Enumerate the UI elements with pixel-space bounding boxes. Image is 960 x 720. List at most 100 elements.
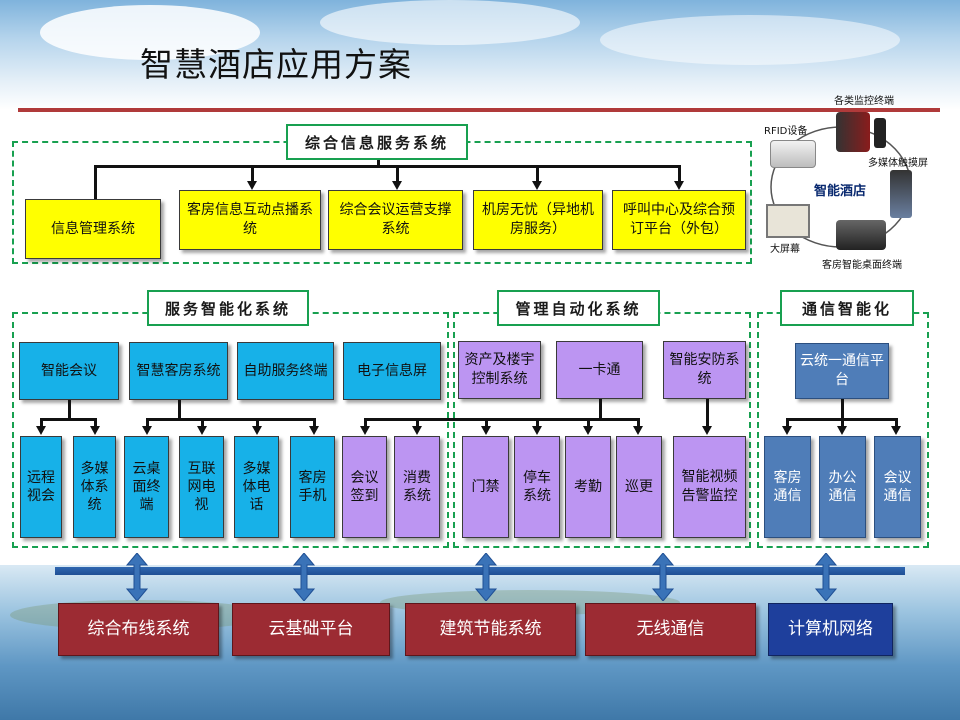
arrow-down-icon — [90, 426, 100, 435]
connector-line — [678, 165, 681, 182]
arrow-down-icon — [412, 426, 422, 435]
connector-line — [251, 165, 254, 182]
arrow-down-icon — [891, 426, 901, 435]
internet-tv-box: 互联网电视 — [179, 436, 224, 538]
cloud-decoration — [600, 15, 900, 65]
cabling-system-box: 综合布线系统 — [58, 603, 219, 656]
arrow-down-icon — [633, 426, 643, 435]
big-screen-label: 大屏幕 — [770, 244, 800, 255]
room-mobile-box: 客房手机 — [290, 436, 335, 538]
double-arrow-icon — [125, 553, 149, 601]
one-card-box: 一卡通 — [556, 341, 643, 399]
smart-security-box: 智能安防系统 — [663, 341, 746, 399]
connector-line — [599, 399, 602, 419]
energy-saving-box: 建筑节能系统 — [405, 603, 576, 656]
arrow-down-icon — [309, 426, 319, 435]
connector-line — [313, 418, 316, 427]
unified-comm-box: 云统一通信平台 — [795, 343, 889, 399]
connector-line — [364, 418, 640, 421]
connector-line — [841, 399, 844, 419]
page-title: 智慧酒店应用方案 — [140, 45, 412, 84]
management-tag: 管理自动化系统 — [497, 290, 660, 326]
connector-line — [40, 418, 43, 427]
rfid-label: RFID设备 — [764, 126, 808, 137]
connector-line — [841, 418, 844, 427]
datacenter-service-box: 机房无忧（异地机房服务） — [473, 190, 603, 250]
connector-line — [587, 418, 590, 427]
rfid-reader-icon — [770, 140, 816, 168]
connector-line — [256, 418, 259, 427]
access-control-box: 门禁 — [462, 436, 509, 538]
smart-hotel-label: 智能酒店 — [814, 184, 867, 199]
smart-meeting-box: 智能会议 — [19, 342, 119, 400]
double-arrow-icon — [814, 553, 838, 601]
computer-network-box: 计算机网络 — [768, 603, 893, 656]
asset-building-box: 资产及楼宇控制系统 — [458, 341, 541, 399]
connector-line — [536, 418, 539, 427]
connector-line — [94, 418, 97, 427]
double-arrow-icon — [474, 553, 498, 601]
double-arrow-icon — [292, 553, 316, 601]
connector-line — [706, 399, 709, 427]
connector-line — [95, 165, 680, 168]
patrol-box: 巡更 — [616, 436, 662, 538]
arrow-down-icon — [583, 426, 593, 435]
conference-ops-box: 综合会议运营支撑系统 — [328, 190, 463, 250]
connector-line — [146, 418, 149, 427]
connector-line — [146, 418, 316, 421]
arrow-down-icon — [782, 426, 792, 435]
connector-line — [178, 400, 181, 419]
room-comm-box: 客房通信 — [764, 436, 811, 538]
cloud-decoration — [40, 5, 260, 60]
connector-line — [68, 400, 71, 419]
service-tag: 服务智能化系统 — [147, 290, 309, 326]
info-management-box: 信息管理系统 — [25, 199, 161, 259]
room-vod-box: 客房信息互动点播系统 — [179, 190, 321, 250]
parking-system-box: 停车系统 — [514, 436, 560, 538]
connector-line — [40, 418, 97, 421]
infrastructure-bus — [55, 567, 905, 575]
desk-phone-icon — [836, 220, 886, 250]
monitor-terminal-label: 各类监控终端 — [834, 96, 894, 107]
consumption-system-box: 消费系统 — [394, 436, 440, 538]
meeting-checkin-box: 会议签到 — [342, 436, 387, 538]
e-display-box: 电子信息屏 — [343, 342, 441, 400]
touchscreen-kiosk-icon — [890, 170, 912, 218]
self-service-box: 自助服务终端 — [237, 342, 334, 400]
multimedia-phone-box: 多媒体电话 — [234, 436, 279, 538]
connector-line — [786, 418, 789, 427]
call-center-box: 呼叫中心及综合预订平台（外包） — [612, 190, 746, 250]
office-comm-box: 办公通信 — [819, 436, 866, 538]
smart-room-box: 智慧客房系统 — [129, 342, 228, 400]
cloud-platform-box: 云基础平台 — [232, 603, 390, 656]
connector-line — [396, 165, 399, 182]
cloud-decoration — [320, 0, 580, 45]
communication-tag: 通信智能化 — [780, 290, 914, 326]
meeting-comm-box: 会议通信 — [874, 436, 921, 538]
title-divider — [18, 108, 940, 112]
connector-line — [895, 418, 898, 427]
arrow-down-icon — [837, 426, 847, 435]
video-alarm-box: 智能视频告警监控 — [673, 436, 746, 538]
traffic-light-icon — [874, 118, 886, 148]
cloud-desktop-box: 云桌面终端 — [124, 436, 169, 538]
attendance-box: 考勤 — [565, 436, 611, 538]
arrow-down-icon — [247, 181, 257, 190]
arrow-down-icon — [532, 181, 542, 190]
arrow-down-icon — [481, 426, 491, 435]
connector-line — [201, 418, 204, 427]
arrow-down-icon — [142, 426, 152, 435]
remote-video-box: 远程视会 — [20, 436, 62, 538]
arrow-down-icon — [702, 426, 712, 435]
touchscreen-label: 多媒体触摸屏 — [868, 158, 928, 169]
arrow-down-icon — [252, 426, 262, 435]
connector-line — [637, 418, 640, 427]
smart-hotel-devices: 智能酒店 各类监控终端 RFID设备 多媒体触摸屏 大屏幕 客房智能桌面终端 — [756, 92, 956, 272]
wireless-comm-box: 无线通信 — [585, 603, 756, 656]
arrow-down-icon — [392, 181, 402, 190]
arrow-down-icon — [532, 426, 542, 435]
connector-line — [536, 165, 539, 182]
connector-line — [94, 165, 97, 200]
arrow-down-icon — [36, 426, 46, 435]
